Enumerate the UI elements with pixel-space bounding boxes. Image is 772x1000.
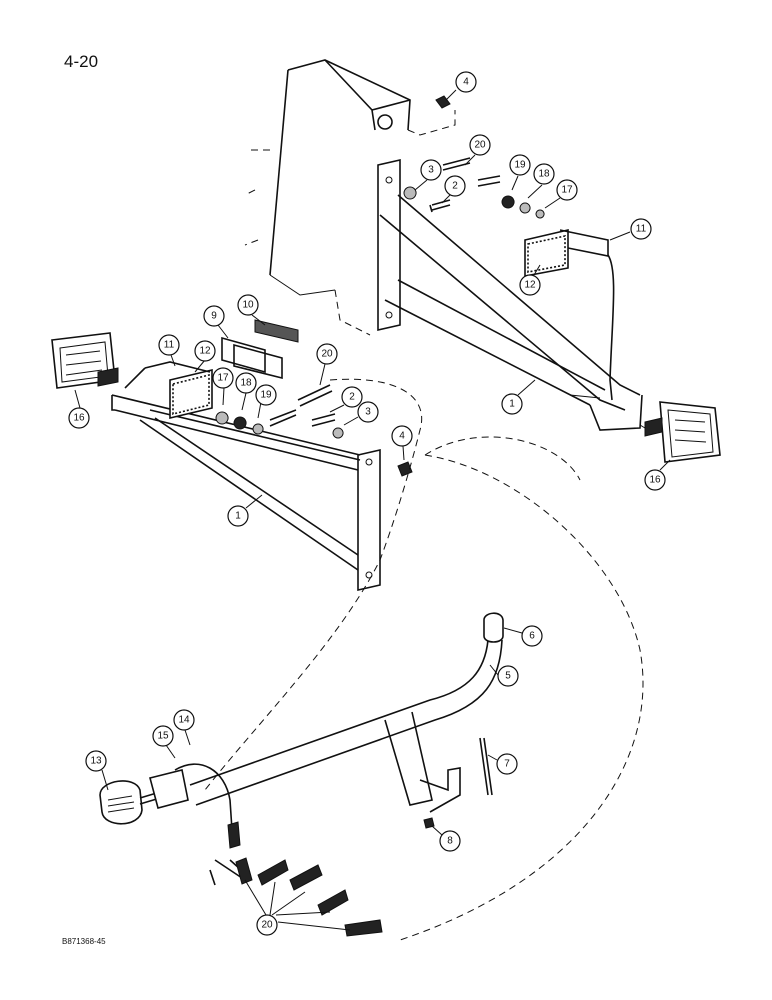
callout-13: 13 xyxy=(85,750,109,791)
hardware-right xyxy=(403,95,545,219)
callout-14: 14 xyxy=(173,709,195,746)
callout-2-mid: 2 xyxy=(329,386,363,413)
work-lamp-right xyxy=(639,401,721,463)
callout-20-mid: 20 xyxy=(316,343,338,386)
svg-text:20: 20 xyxy=(474,140,486,151)
callout-17-top: 17 xyxy=(544,179,578,209)
svg-text:1: 1 xyxy=(235,511,241,522)
svg-text:16: 16 xyxy=(73,413,85,424)
callout-19-top: 19 xyxy=(509,154,531,191)
work-lamp-left xyxy=(51,332,119,389)
svg-text:17: 17 xyxy=(561,185,573,196)
svg-text:19: 19 xyxy=(260,390,272,401)
callout-7: 7 xyxy=(487,753,518,775)
svg-text:3: 3 xyxy=(428,165,434,176)
bracket-right xyxy=(377,158,643,431)
callout-12-left: 12 xyxy=(194,340,216,373)
svg-text:11: 11 xyxy=(636,224,647,235)
callouts: 4 20 3 2 19 18 17 11 12 1 16 10 9 11 12 … xyxy=(68,71,671,936)
page-number: 4-20 xyxy=(64,52,99,71)
svg-text:1: 1 xyxy=(509,399,515,410)
svg-text:16: 16 xyxy=(649,475,661,486)
callout-20-bottom: 20 xyxy=(244,879,351,936)
callout-3-mid: 3 xyxy=(343,401,379,426)
callout-6: 6 xyxy=(503,625,543,647)
svg-text:19: 19 xyxy=(514,160,526,171)
hardware-left xyxy=(215,384,413,477)
svg-text:17: 17 xyxy=(217,373,229,384)
svg-text:14: 14 xyxy=(178,715,190,726)
figure-code: B871368-45 xyxy=(62,937,106,946)
callout-2-top: 2 xyxy=(441,175,466,204)
svg-text:13: 13 xyxy=(90,756,102,767)
callout-3-top: 3 xyxy=(414,159,442,191)
svg-text:8: 8 xyxy=(447,836,453,847)
svg-text:3: 3 xyxy=(365,407,371,418)
svg-text:10: 10 xyxy=(242,300,254,311)
bracket-left xyxy=(111,394,381,592)
svg-text:9: 9 xyxy=(211,311,217,322)
svg-text:11: 11 xyxy=(164,340,175,351)
callout-1-top: 1 xyxy=(501,379,536,415)
callout-8: 8 xyxy=(431,825,461,852)
callout-16-right: 16 xyxy=(644,459,671,491)
svg-text:18: 18 xyxy=(538,169,550,180)
callout-5: 5 xyxy=(489,664,519,687)
callout-16-left: 16 xyxy=(68,389,90,429)
lamp-stand xyxy=(189,612,504,829)
svg-text:4: 4 xyxy=(399,431,405,442)
svg-text:18: 18 xyxy=(240,378,252,389)
callout-17-left: 17 xyxy=(212,367,234,406)
svg-text:6: 6 xyxy=(529,631,535,642)
svg-text:15: 15 xyxy=(157,731,169,742)
callout-1-left: 1 xyxy=(227,494,263,527)
reflector-right xyxy=(524,228,615,401)
svg-text:7: 7 xyxy=(504,759,510,770)
tractor-post xyxy=(244,59,456,336)
callout-11-left: 11 xyxy=(158,334,180,367)
callout-9: 9 xyxy=(203,305,229,339)
callout-15: 15 xyxy=(152,725,176,759)
callout-10: 10 xyxy=(237,294,266,326)
svg-text:12: 12 xyxy=(524,280,536,291)
svg-text:4: 4 xyxy=(463,77,469,88)
reflector-left xyxy=(124,361,213,420)
callout-4-top: 4 xyxy=(445,71,477,101)
callout-19-left: 19 xyxy=(255,384,277,419)
svg-text:20: 20 xyxy=(321,349,333,360)
tail-lamp xyxy=(99,763,241,849)
svg-text:5: 5 xyxy=(505,671,511,682)
svg-text:2: 2 xyxy=(452,181,458,192)
callout-18-left: 18 xyxy=(235,372,257,411)
decal-and-plate xyxy=(221,319,299,380)
svg-text:2: 2 xyxy=(349,392,355,403)
svg-text:20: 20 xyxy=(261,920,273,931)
callout-20-top: 20 xyxy=(464,134,491,166)
svg-text:12: 12 xyxy=(199,346,211,357)
callout-11-top: 11 xyxy=(609,218,652,241)
wire-harness xyxy=(209,857,383,937)
callout-18-top: 18 xyxy=(527,163,555,199)
callout-12-top: 12 xyxy=(519,264,541,296)
callout-4-mid: 4 xyxy=(391,425,413,461)
